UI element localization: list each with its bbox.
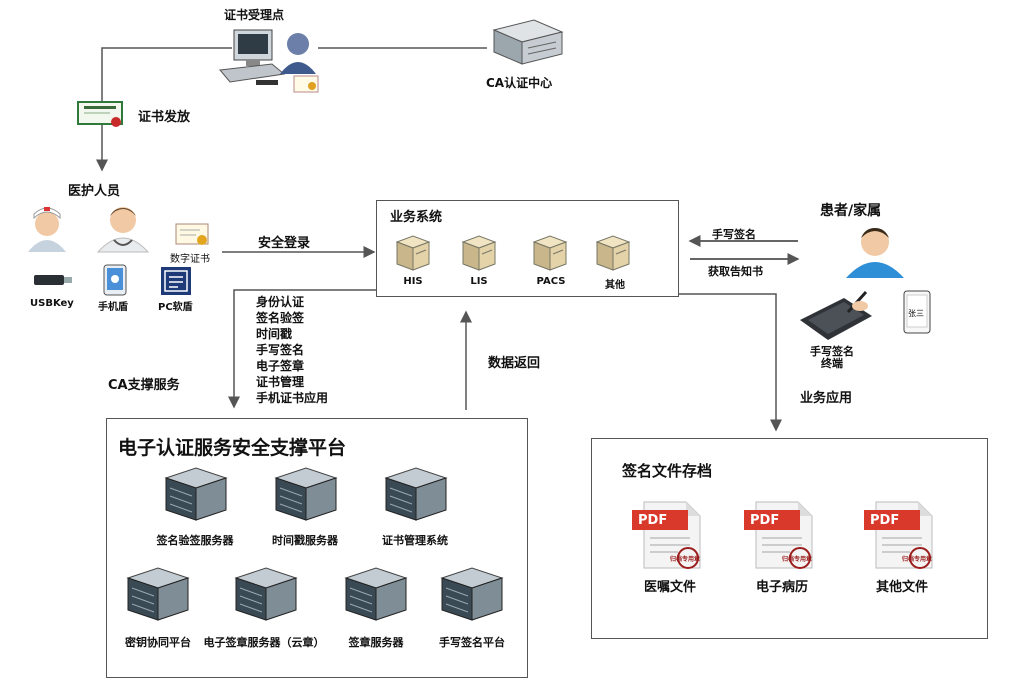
platform-node-handwrite: 手写签名平台 <box>422 562 522 654</box>
platform-node-label: 时间戳服务器 <box>272 534 338 547</box>
platform-node-timestamp: 时间戳服务器 <box>250 462 360 552</box>
rack-server-icon <box>234 567 298 621</box>
platform-node-cert-mgmt: 证书管理系统 <box>360 462 470 552</box>
rack-server-icon <box>274 467 338 521</box>
medical-staff-title: 医护人员 <box>68 184 121 199</box>
archive-doc-orders: PDF 归档专用章 医嘱文件 <box>622 498 718 598</box>
computer-user-icon <box>219 29 319 93</box>
ca-center-label: CA认证中心 <box>486 76 553 90</box>
terminal-label-line1: 手写签名 <box>810 345 854 358</box>
archive-doc-label: 电子病历 <box>755 580 808 595</box>
patient-title: 患者/家属 <box>820 203 882 219</box>
rack-server-icon <box>440 567 504 621</box>
pdf-tag: PDF <box>870 513 900 528</box>
service-item: 时间戳 <box>256 327 293 341</box>
platform-title: 电子认证服务安全支撑平台 <box>118 437 347 459</box>
platform-node-cloud-seal: 电子签章服务器（云章） <box>196 562 332 654</box>
platform-node-key-collab: 密钥协同平台 <box>110 562 206 654</box>
mobile-sign-icon <box>903 290 931 334</box>
data-return-label: 数据返回 <box>488 356 541 371</box>
server-icon <box>395 235 431 271</box>
usbkey-icon <box>34 275 72 285</box>
digital-cert-icon <box>175 223 209 245</box>
patient-icon <box>846 228 904 278</box>
secure-login-label: 安全登录 <box>258 236 311 251</box>
ca-service-list: 身份认证 签名验签 时间戳 手写签名 电子签章 证书管理 手机证书应用 <box>256 294 328 406</box>
server-label: 其他 <box>605 280 625 291</box>
server-label: PACS <box>536 276 566 287</box>
pdf-tag: PDF <box>750 513 780 528</box>
phone-shield-icon <box>103 264 127 296</box>
archive-title: 签名文件存档 <box>622 462 713 480</box>
ca-support-label: CA支撑服务 <box>108 378 180 393</box>
platform-box <box>106 418 528 678</box>
pdf-file-icon <box>864 501 933 569</box>
rack-server-icon <box>384 467 448 521</box>
archive-doc-label: 其他文件 <box>875 580 928 595</box>
nurse-icon <box>28 207 66 252</box>
signature-pad-icon <box>800 290 872 340</box>
digital-cert-label: 数字证书 <box>170 254 210 265</box>
platform-node-label: 密钥协同平台 <box>125 636 191 649</box>
platform-node-sign-verify: 签名验签服务器 <box>140 462 250 552</box>
doctor-icon <box>96 207 150 253</box>
server-lis: LIS <box>459 232 503 290</box>
server-icon <box>461 235 497 271</box>
terminal-label-line2: 终端 <box>821 357 843 370</box>
archive-stamp: 归档专用章 <box>782 556 813 563</box>
archive-doc-label: 医嘱文件 <box>643 580 696 595</box>
phone-shield-label: 手机盾 <box>98 302 128 313</box>
certificate-icon <box>77 101 123 127</box>
server-his: HIS <box>393 232 437 290</box>
platform-node-label: 手写签名平台 <box>439 636 505 649</box>
service-item: 证书管理 <box>256 375 305 389</box>
service-item: 身份认证 <box>256 295 305 309</box>
get-notice-label: 获取告知书 <box>708 265 763 278</box>
pc-shield-label: PC软盾 <box>158 302 193 313</box>
pdf-file-icon <box>744 501 813 569</box>
ca-center-group: CA认证中心 <box>470 18 590 92</box>
service-item: 电子签章 <box>256 359 305 373</box>
service-item: 手写签名 <box>256 343 305 357</box>
platform-node-label: 证书管理系统 <box>382 534 448 547</box>
server-other: 其他 <box>593 232 637 291</box>
rack-server-icon <box>344 567 408 621</box>
service-item: 签名验签 <box>256 311 305 325</box>
pdf-tag: PDF <box>638 513 668 528</box>
archive-doc-emr: PDF 归档专用章 电子病历 <box>734 498 830 598</box>
service-item: 手机证书应用 <box>256 391 329 405</box>
archive-stamp: 归档专用章 <box>902 556 933 563</box>
platform-node-label: 电子签章服务器（云章） <box>203 636 325 649</box>
business-system-title: 业务系统 <box>390 210 443 225</box>
terminal-label: 手写签名 终端 <box>800 346 864 370</box>
pdf-file-icon <box>632 501 701 569</box>
server-label: HIS <box>403 276 423 287</box>
rack-server-icon <box>126 567 190 621</box>
cert-point-label: 证书受理点 <box>224 8 285 22</box>
server-icon <box>532 235 568 271</box>
handwrite-sign-label: 手写签名 <box>712 228 756 241</box>
ca-server-icon <box>492 19 564 65</box>
sign-preview-text: 张三 <box>908 309 924 318</box>
cert-issue-label: 证书发放 <box>138 110 191 125</box>
platform-node-seal-server: 签章服务器 <box>328 562 424 654</box>
pc-shield-icon <box>161 267 191 295</box>
platform-node-label: 签名验签服务器 <box>156 534 234 547</box>
usbkey-label: USBKey <box>30 298 74 309</box>
archive-doc-other: PDF 归档专用章 其他文件 <box>854 498 950 598</box>
business-app-label: 业务应用 <box>800 391 853 406</box>
server-pacs: PACS <box>526 232 576 290</box>
server-icon <box>595 235 631 271</box>
platform-node-label: 签章服务器 <box>348 636 404 649</box>
archive-stamp: 归档专用章 <box>670 556 701 563</box>
server-label: LIS <box>470 276 488 287</box>
cert-point-group: 证书受理点 <box>210 6 330 94</box>
rack-server-icon <box>164 467 228 521</box>
